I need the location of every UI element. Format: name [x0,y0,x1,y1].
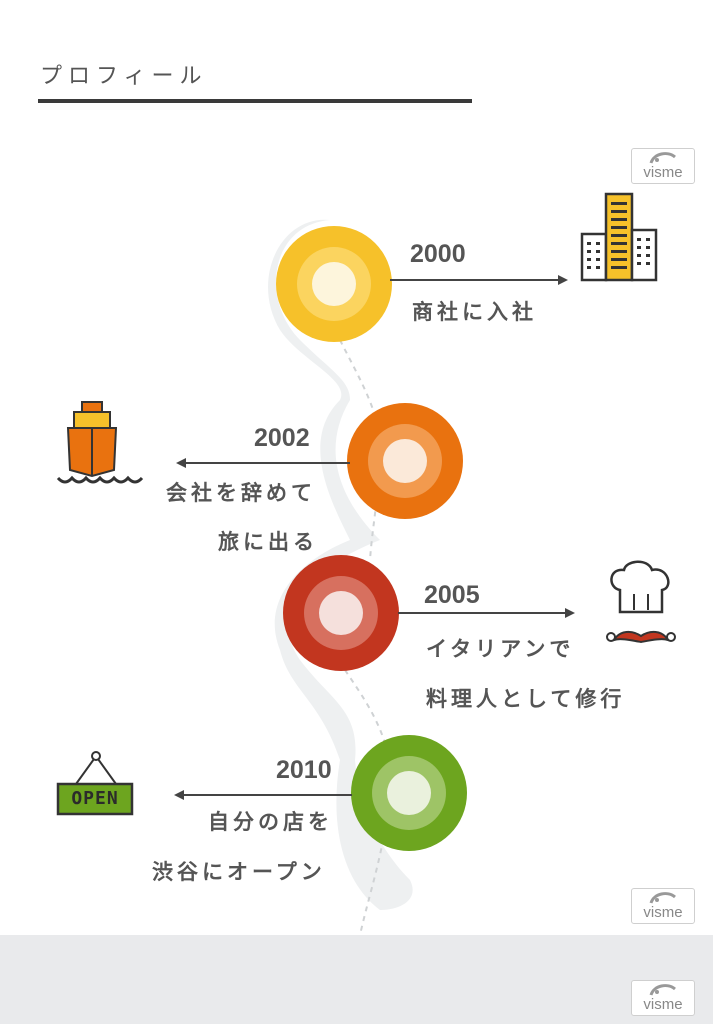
visme-watermark-bottom: visme [631,980,695,1016]
visme-watermark-top: visme [631,148,695,184]
arrow-2005 [398,608,575,618]
milestone-desc-2005-line2: 料理人として修行 [426,686,626,711]
milestone-desc-2002-line2: 旅に出る [218,529,318,554]
chef-hat-icon [606,560,676,644]
mustache-icon [611,630,671,644]
milestone-desc-2005-line1: イタリアンで [426,636,575,661]
page-title: プロフィール [40,64,208,89]
ship-icon [56,401,144,484]
visme-logo-icon [649,152,676,164]
arrow-2000 [390,275,568,285]
visme-watermark-label: visme [643,164,683,181]
visme-logo-icon [649,984,676,996]
visme-logo-icon [649,892,676,904]
visme-watermark-label: visme [643,996,683,1013]
milestone-year-2010: 2010 [276,756,332,784]
milestone-year-2005: 2005 [424,581,480,609]
milestone-desc-2010-line1: 自分の店を [208,809,333,834]
arrow-2010 [174,790,352,800]
arrow-2002 [176,458,350,468]
open-sign-icon: OPEN [56,750,136,820]
milestone-circle-2010 [351,735,467,851]
title-underline [38,99,472,103]
milestone-circle-2005 [283,555,399,671]
milestone-year-2000: 2000 [410,240,466,268]
milestone-desc-2002-line1: 会社を辞めて [166,480,316,505]
visme-watermark-label: visme [643,904,683,921]
milestone-desc-2010-line2: 渋谷にオープン [152,859,326,884]
office-building-icon [580,192,658,282]
milestone-desc-2000: 商社に入社 [412,299,537,324]
footer-band [0,935,713,1024]
open-sign-text: OPEN [71,788,119,809]
milestone-circle-2000 [276,226,392,342]
milestone-circle-2002 [347,403,463,519]
visme-watermark-middle: visme [631,888,695,924]
milestone-year-2002: 2002 [254,424,310,452]
timeline-path-background [268,219,413,910]
